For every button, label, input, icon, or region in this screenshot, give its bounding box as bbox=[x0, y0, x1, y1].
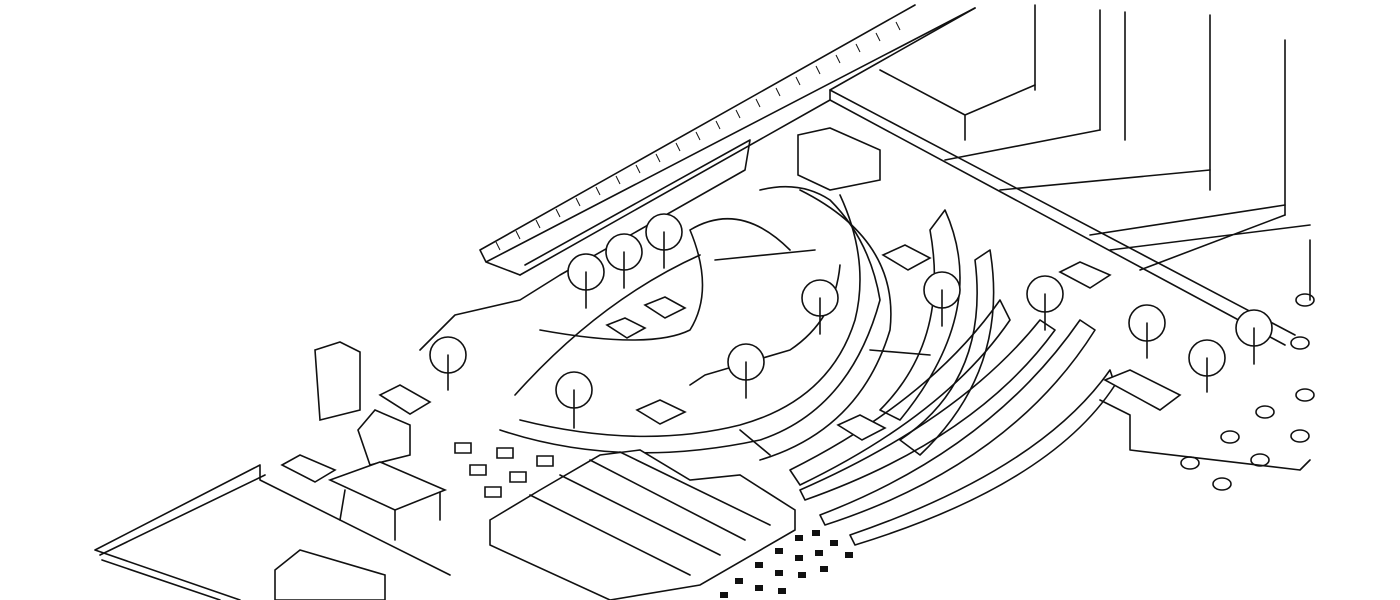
trees bbox=[429, 213, 1273, 429]
market-halls bbox=[274, 449, 796, 600]
seating-grid bbox=[720, 530, 853, 598]
amphitheatre bbox=[499, 185, 1116, 546]
right-building-blocks bbox=[829, 4, 1311, 471]
boundary-wall bbox=[419, 4, 976, 351]
left-boundary bbox=[94, 464, 451, 600]
tables bbox=[327, 442, 554, 541]
planters bbox=[280, 127, 1182, 483]
paving-dots bbox=[1180, 293, 1315, 491]
